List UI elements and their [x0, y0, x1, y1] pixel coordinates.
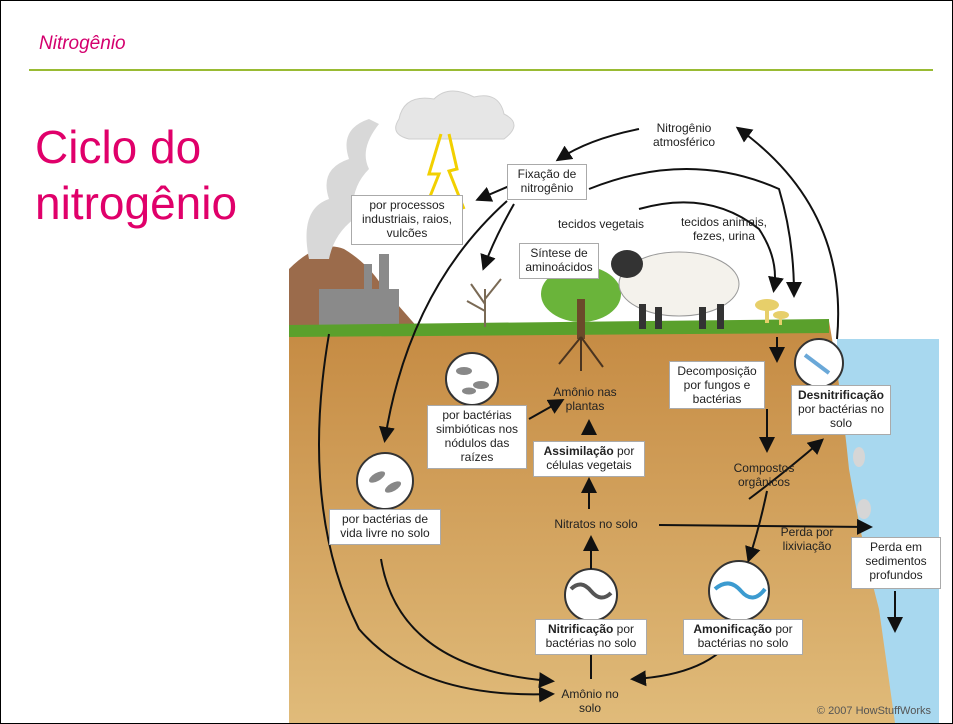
- tree-crown: [541, 266, 621, 322]
- section-title: Nitrogênio: [39, 33, 126, 54]
- tree-roots: [558, 336, 604, 371]
- arrow-nitrates-to-denitrification: [748, 438, 825, 500]
- ammonification-rest: por bactérias no solo: [697, 622, 793, 650]
- label-decomposition: Decomposição por fungos e bactérias: [669, 361, 765, 409]
- grass: [289, 319, 829, 337]
- nitrogen-cycle-diagram: Nitrogênio atmosférico Fixação de nitrog…: [289, 89, 941, 723]
- sheep: [618, 251, 740, 317]
- assimilation-rest: por células vegetais: [546, 444, 635, 472]
- label-sediment-loss: Perda em sedimentos profundos: [851, 537, 941, 589]
- arrow-animal-to-fixation: [588, 168, 802, 298]
- arrow-factory-to-ammonium: [318, 333, 555, 703]
- label-assimilation: Assimilação por células vegetais: [533, 441, 645, 477]
- ammonification-bacteria-icon: [708, 560, 770, 622]
- volcano-smoke: [306, 119, 379, 259]
- label-free-bacteria: por bactérias de vida livre no solo: [329, 509, 441, 545]
- arrow-symbiotic-to-ammonium-plants: [528, 399, 565, 420]
- factory: [319, 289, 399, 327]
- label-ammonium-plants: Amônio nas plantas: [553, 385, 617, 413]
- arrow-atmosphere-to-fixation: [555, 128, 640, 162]
- denitrification-rest: por bactérias no solo: [797, 402, 885, 430]
- nitrification-bold: Nitrificação: [547, 622, 614, 636]
- nitrification-bacteria-icon: [564, 568, 618, 622]
- page-title: Ciclo do nitrogênio: [35, 121, 238, 229]
- label-industrial-processes: por processos industriais, raios, vulcõe…: [351, 195, 463, 245]
- free-living-bacteria-icon: [356, 452, 414, 510]
- label-amino-synthesis: Síntese de aminoácidos: [519, 243, 599, 279]
- label-nitrification: Nitrificação por bactérias no solo: [535, 619, 647, 655]
- arrow-denitrification-to-atmosphere: [735, 126, 840, 340]
- denitrification-bold: Desnitrificação: [797, 388, 885, 402]
- small-plant: [466, 278, 502, 327]
- assimilation-bold: Assimilação: [543, 444, 614, 458]
- arrow-nitrates-to-sediment: [658, 518, 873, 535]
- cloud: [395, 90, 515, 140]
- symbiotic-bacteria-icon: [445, 352, 499, 406]
- label-ammonification: Amonificação por bactérias no solo: [683, 619, 803, 655]
- label-plant-tissue: tecidos vegetais: [557, 217, 645, 231]
- arrow-plant-to-animal: [638, 201, 784, 293]
- rock: [853, 447, 865, 467]
- label-organic-compounds: Compostos orgânicos: [733, 461, 795, 489]
- denitrification-bacteria-icon: [794, 338, 844, 388]
- label-nitrogen-atmospheric: Nitrogênio atmosférico: [652, 121, 716, 149]
- header-divider: [29, 69, 933, 71]
- label-soil-nitrates: Nitratos no solo: [554, 517, 638, 531]
- label-fixation: Fixação de nitrogênio: [507, 164, 587, 200]
- arrow-fixation-to-freebacteria: [378, 200, 508, 443]
- arrow-fixation-to-plant: [480, 203, 515, 271]
- label-symbiotic-bacteria: por bactérias simbióticas nos nódulos da…: [427, 405, 527, 469]
- label-soil-ammonium: Amônio no solo: [561, 687, 619, 715]
- label-leaching: Perda por lixiviação: [780, 525, 834, 553]
- arrow-organic-to-ammonification: [745, 490, 768, 563]
- ammonification-bold: Amonificação: [693, 622, 772, 636]
- arrow-freebacteria-to-ammonium: [380, 558, 555, 689]
- copyright: © 2007 HowStuffWorks: [816, 705, 931, 717]
- label-animal-tissue: tecidos animais, fezes, urina: [680, 215, 768, 243]
- nitrification-rest: por bactérias no solo: [545, 622, 637, 650]
